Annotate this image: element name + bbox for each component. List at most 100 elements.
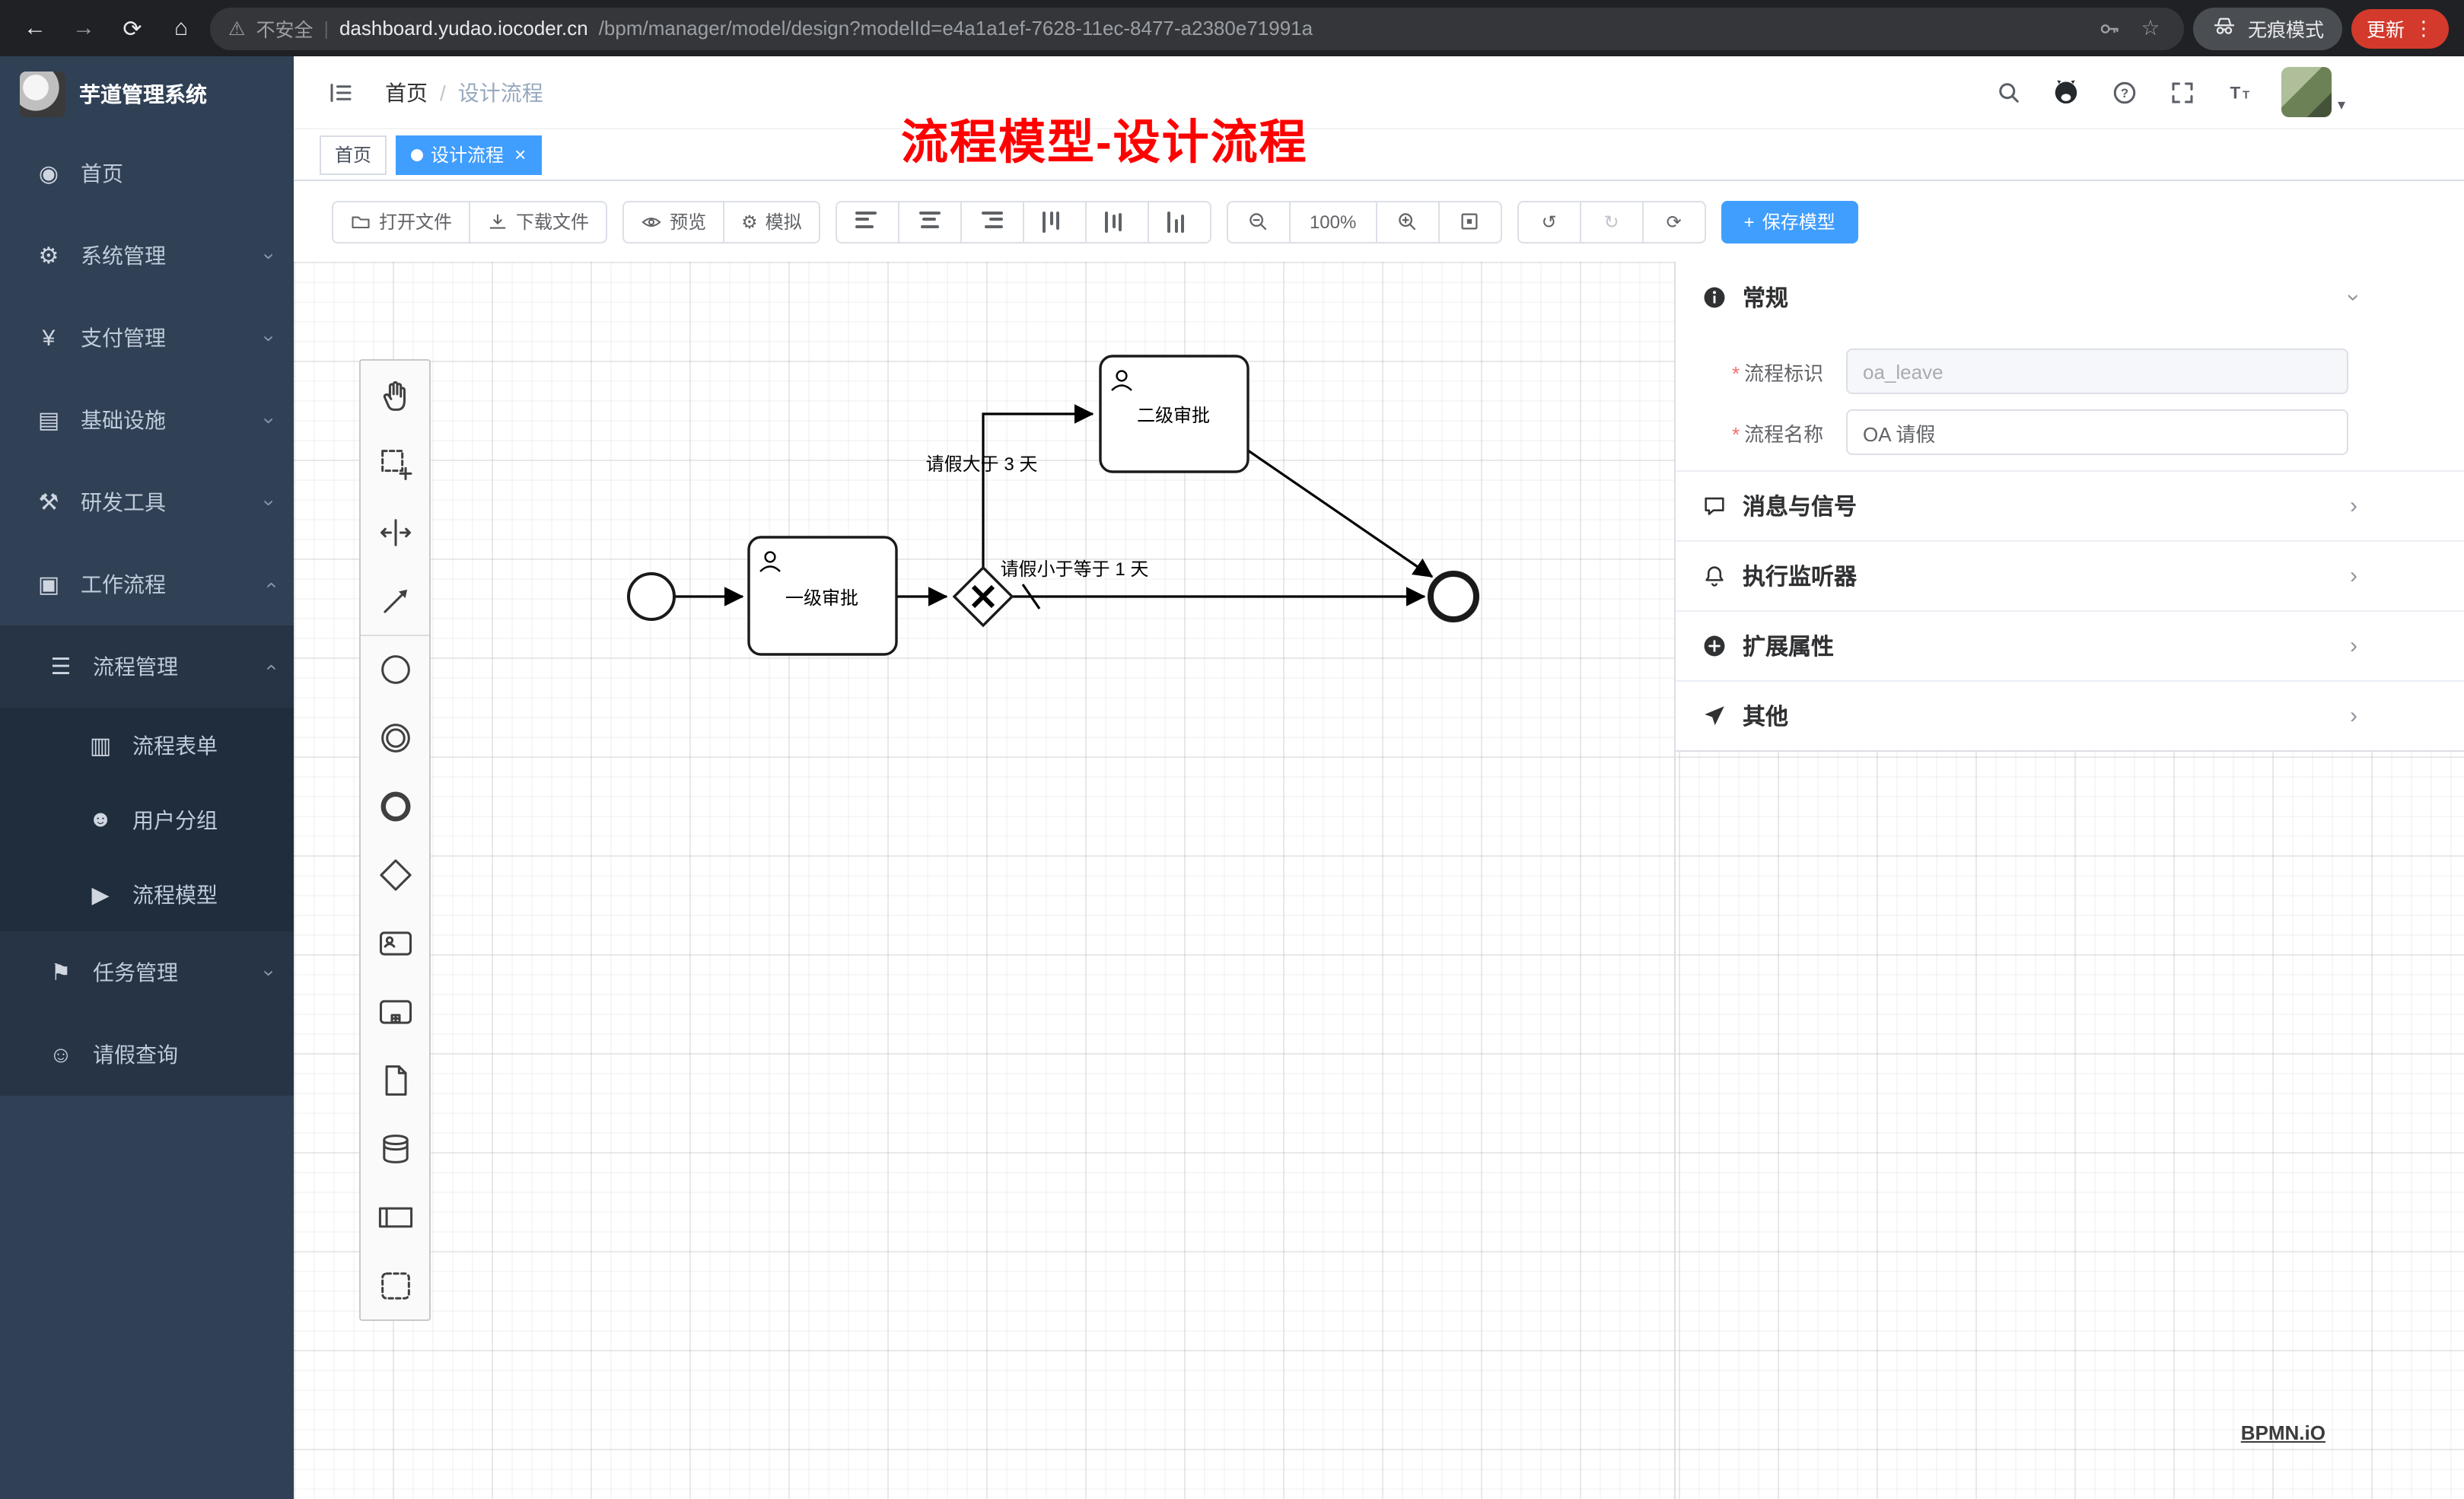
process-key-label: *流程标识 [1732, 361, 1824, 384]
send-icon [1700, 702, 1727, 730]
lasso-tool[interactable] [361, 429, 429, 498]
paper-plane-icon: ▶ [91, 882, 110, 908]
sidebar-item-task-management[interactable]: ⚑ 任务管理 › [0, 931, 294, 1014]
panel-section-listeners[interactable]: 执行监听器 › [1676, 540, 2464, 610]
align-center-button[interactable] [897, 200, 962, 243]
end-event[interactable] [1428, 571, 1479, 622]
create-participant[interactable] [361, 1182, 429, 1251]
app-title: 芋道管理系统 [79, 82, 207, 107]
sidebar-item-workflow[interactable]: ▣ 工作流程 › [0, 543, 294, 625]
create-group[interactable] [361, 1251, 429, 1319]
create-gateway[interactable] [361, 840, 429, 909]
download-file-button[interactable]: 下载文件 [469, 200, 608, 243]
create-subprocess[interactable] [361, 977, 429, 1045]
restart-button[interactable]: ⟳ [1641, 200, 1706, 243]
align-left-button[interactable] [835, 200, 899, 243]
save-model-button[interactable]: + 保存模型 [1721, 200, 1858, 243]
align-right-button[interactable] [960, 200, 1024, 243]
sidebar-item-user-group[interactable]: ☻ 用户分组 [0, 782, 294, 857]
sidebar-item-home[interactable]: ◉ 首页 [0, 132, 294, 215]
sidebar-item-label: 研发工具 [81, 490, 166, 514]
simulate-button[interactable]: ⚙ 模拟 [723, 200, 820, 243]
browser-menu-icon[interactable]: ⋮ [2414, 16, 2434, 39]
panel-section-general[interactable]: 常规 › [1676, 262, 2464, 332]
tab-home[interactable]: 首页 [320, 135, 387, 174]
flow-task2-to-end[interactable] [1247, 449, 1434, 578]
task-level1-approval[interactable]: 一级审批 [747, 536, 898, 656]
zoom-reset-button[interactable] [1437, 200, 1502, 243]
sidebar-item-payment[interactable]: ¥ 支付管理 › [0, 297, 294, 379]
align-middle-button[interactable] [1084, 200, 1149, 243]
hand-tool[interactable] [361, 361, 429, 429]
process-key-input[interactable] [1846, 348, 2348, 394]
breadcrumb-home[interactable]: 首页 [385, 80, 428, 104]
help-icon[interactable]: ? [2108, 75, 2141, 109]
exclusive-gateway[interactable] [952, 565, 1014, 628]
bpmn-io-watermark[interactable]: BPMN.iO [2240, 1421, 2326, 1444]
search-icon[interactable] [1992, 75, 2026, 109]
bookmark-star-icon[interactable]: ☆ [2141, 15, 2160, 40]
fullscreen-icon[interactable] [2166, 75, 2199, 109]
save-model-label: 保存模型 [1762, 212, 1835, 233]
sidebar-item-infrastructure[interactable]: ▤ 基础设施 › [0, 379, 294, 461]
panel-section-other[interactable]: 其他 › [1676, 680, 2464, 750]
browser-reload-button[interactable]: ⟳ [123, 16, 142, 42]
flow-gateway-to-task2[interactable] [982, 404, 1094, 568]
tab-label: 首页 [335, 145, 372, 166]
sidebar-item-process-model[interactable]: ▶ 流程模型 [0, 857, 294, 931]
sidebar-item-system[interactable]: ⚙ 系统管理 › [0, 215, 294, 297]
tools-icon: ⚒ [38, 490, 59, 516]
open-file-button[interactable]: 打开文件 [332, 200, 471, 243]
key-icon[interactable] [2094, 13, 2125, 43]
sidebar-item-devtools[interactable]: ⚒ 研发工具 › [0, 461, 294, 543]
undo-button[interactable]: ↺ [1517, 200, 1581, 243]
tab-design-process[interactable]: 设计流程 × [396, 135, 542, 174]
incognito-label: 无痕模式 [2247, 20, 2324, 41]
sidebar-item-process-management[interactable]: ☰ 流程管理 › [0, 625, 294, 708]
zoom-level: 100% [1288, 200, 1377, 243]
create-user-task[interactable] [361, 909, 429, 977]
browser-update-button[interactable]: 更新 ⋮ [2351, 8, 2449, 48]
redo-button[interactable]: ↻ [1579, 200, 1644, 243]
sidebar-item-process-form[interactable]: ▥ 流程表单 [0, 708, 294, 782]
create-data-store[interactable] [361, 1114, 429, 1182]
preview-button[interactable]: 预览 [622, 200, 725, 243]
panel-section-extended[interactable]: 扩展属性 › [1676, 610, 2464, 680]
create-data-object[interactable] [361, 1045, 429, 1114]
align-right-icon [981, 211, 1004, 232]
breadcrumb: 首页 / 设计流程 [385, 77, 543, 107]
browser-back-button[interactable]: ← [24, 15, 46, 41]
align-bottom-button[interactable] [1147, 200, 1211, 243]
panel-section-messages[interactable]: 消息与信号 › [1676, 470, 2464, 540]
global-connect-tool[interactable] [361, 566, 429, 635]
github-icon[interactable] [2050, 75, 2084, 109]
chevron-right-icon: › [2350, 703, 2357, 729]
sidebar-item-label: 首页 [81, 161, 123, 186]
zoom-in-button[interactable] [1375, 200, 1440, 243]
start-event[interactable] [627, 572, 676, 621]
security-label: 不安全 [256, 20, 314, 41]
space-tool[interactable] [361, 498, 429, 566]
sidebar-fold-icon[interactable] [324, 75, 358, 109]
process-name-input[interactable] [1846, 409, 2348, 455]
close-icon[interactable]: × [514, 143, 527, 166]
app-logo[interactable]: 芋道管理系统 [0, 56, 294, 132]
browser-forward-button[interactable]: → [72, 15, 95, 41]
create-end-event[interactable] [361, 772, 429, 840]
zoom-level-label: 100% [1309, 211, 1357, 232]
user-menu[interactable]: ▾ [2281, 67, 2345, 117]
task-level2-approval[interactable]: 二级审批 [1099, 355, 1250, 473]
address-bar[interactable]: ⚠ 不安全 | dashboard.yudao.iocoder.cn /bpm/… [210, 7, 2184, 49]
align-top-button[interactable] [1022, 200, 1087, 243]
zoom-out-button[interactable] [1226, 200, 1291, 243]
avatar[interactable] [2281, 67, 2332, 117]
browser-home-button[interactable]: ⌂ [173, 15, 189, 41]
create-intermediate-event[interactable] [361, 703, 429, 772]
create-start-event[interactable] [361, 635, 429, 703]
download-icon [487, 211, 508, 232]
bpmn-canvas[interactable]: 请假大于 3 天 请假小于等于 1 天 一级审批 [294, 262, 2464, 1499]
active-dot-icon [411, 148, 424, 161]
sidebar-item-leave-query[interactable]: ☺ 请假查询 [0, 1014, 294, 1096]
eye-icon [641, 211, 662, 232]
